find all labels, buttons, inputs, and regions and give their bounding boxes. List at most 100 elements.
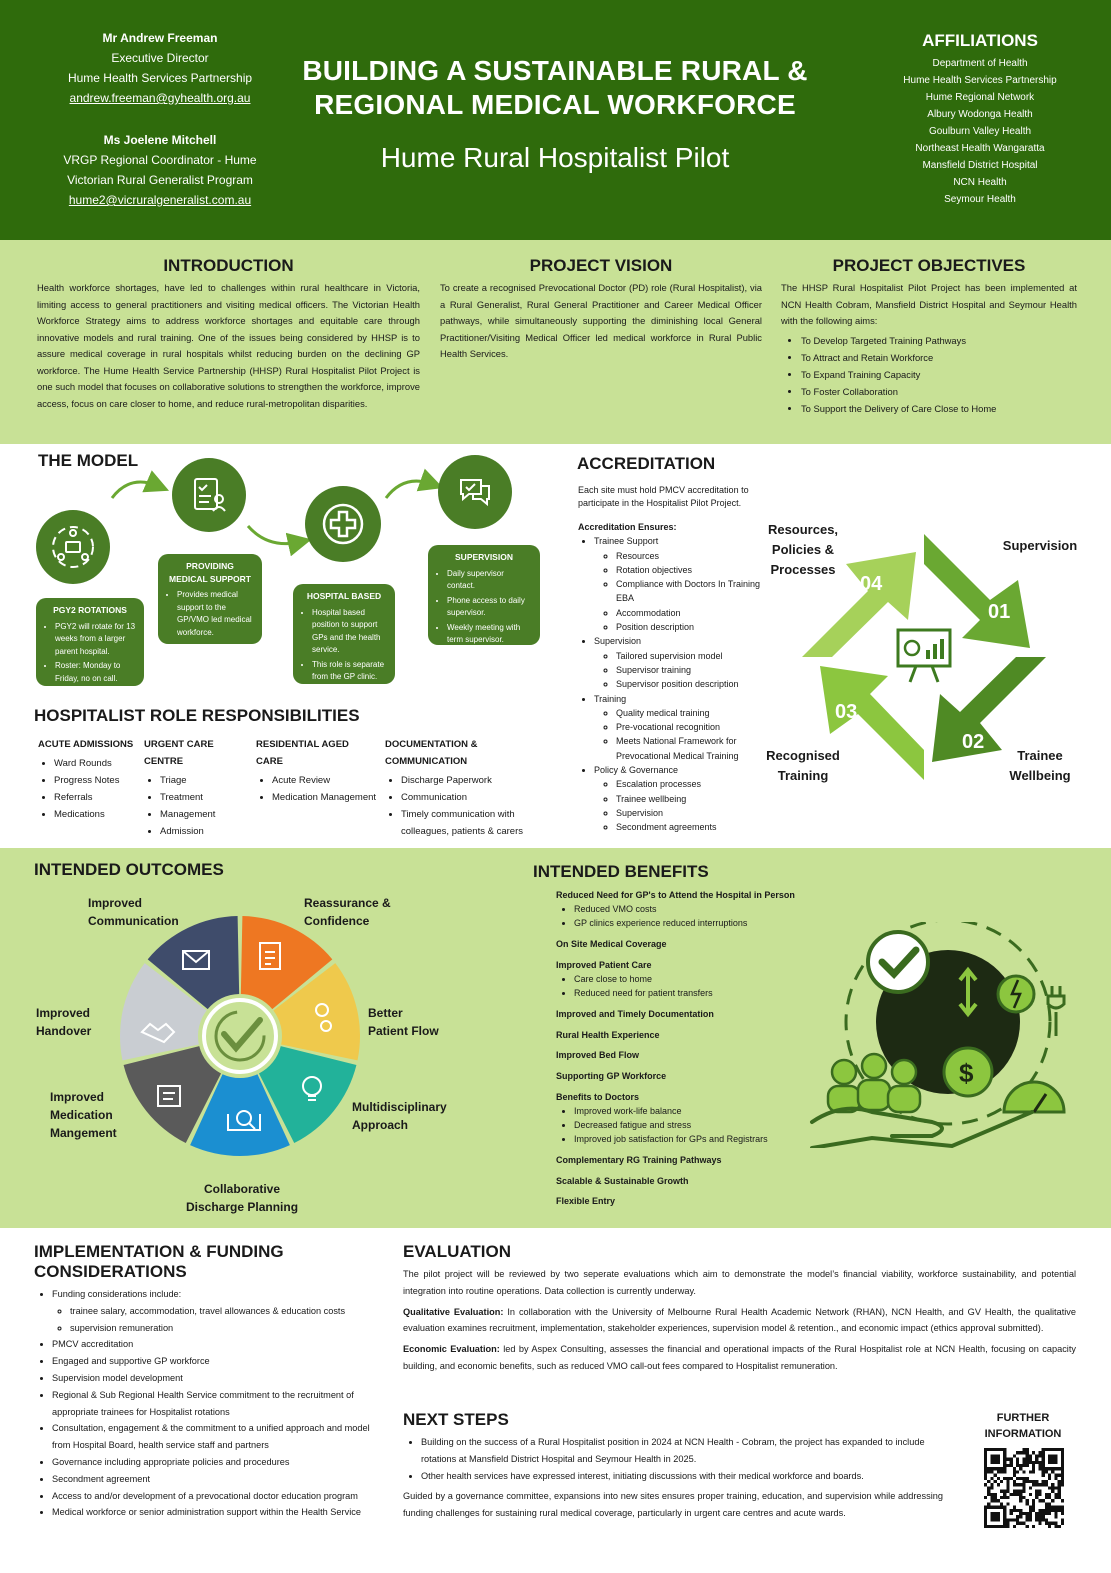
affiliations: AFFILIATIONS Department of Health Hume H… — [880, 30, 1080, 208]
benefit-item: Complementary RG Training Pathways — [556, 1153, 846, 1167]
accreditation-item: Escalation processes — [616, 777, 778, 791]
economic-evaluation: Economic Evaluation: led by Aspex Consul… — [403, 1341, 1076, 1375]
cycle-label-line: Recognised — [766, 748, 840, 763]
role-item: Ward Rounds — [54, 755, 138, 772]
benefit-title: Flexible Entry — [556, 1196, 616, 1207]
further-label: INFORMATION — [984, 1428, 1062, 1440]
role-item: Treatment — [160, 789, 252, 806]
title-line: BUILDING A SUSTAINABLE RURAL & — [302, 55, 808, 86]
role-column: RESIDENTIAL AGED CARE Acute Review Medic… — [256, 736, 378, 806]
benefit-title: Reduced Need for GP's to Attend the Hosp… — [556, 890, 795, 900]
contact-email-link[interactable]: hume2@vicruralgeneralist.com.au — [68, 193, 252, 207]
contact-name: Mr Andrew Freeman — [102, 31, 218, 45]
implementation-item: Secondment agreement — [52, 1471, 379, 1488]
cycle-number: 04 — [860, 573, 883, 595]
benefit-item: Improved and Timely Documentation — [556, 1007, 846, 1021]
cycle-label: Trainee Wellbeing — [1000, 746, 1080, 786]
further-information: FURTHER INFORMATION — [968, 1410, 1078, 1442]
benefit-subitem: GP clinics experience reduced interrupti… — [574, 916, 846, 930]
benefit-item: Rural Health Experience — [556, 1028, 846, 1042]
outcome-label-line: Medication — [50, 1108, 113, 1122]
implementation-subitem: trainee salary, accommodation, travel al… — [70, 1303, 379, 1320]
envelope-icon — [182, 950, 210, 970]
outcome-label-line: Communication — [88, 914, 179, 928]
affiliation-item: Department of Health — [932, 58, 1028, 69]
implementation-item: Funding considerations include:trainee s… — [52, 1286, 379, 1336]
contact-org: Victorian Rural Generalist Program — [67, 173, 253, 187]
role-column-title: RESIDENTIAL AGED CARE — [256, 739, 349, 767]
next-step-item: Other health services have expressed int… — [421, 1468, 943, 1485]
benefit-title: On Site Medical Coverage — [556, 939, 667, 950]
outcome-label-line: Reassurance & — [304, 896, 391, 910]
objective-item: To Develop Targeted Training Pathways — [801, 332, 1077, 349]
evaluation-intro: The pilot project will be reviewed by tw… — [403, 1269, 1076, 1296]
model-step-item: Phone access to daily supervisor. — [447, 595, 532, 620]
plug-icon — [1046, 986, 1066, 1036]
contact-email-link[interactable]: andrew.freeman@gyhealth.org.au — [69, 91, 251, 105]
cycle-label-line: Resources, — [767, 522, 839, 537]
accreditation-item: Meets National Framework for Prevocation… — [616, 734, 778, 763]
qr-code-icon[interactable] — [984, 1448, 1064, 1528]
outcome-label-line: Discharge Planning — [186, 1200, 299, 1214]
accreditation-group: Policy & Governance — [594, 765, 679, 776]
flow-arrow — [384, 468, 444, 499]
qualitative-evaluation: Qualitative Evaluation: In collaboration… — [403, 1304, 1076, 1338]
implementation-text: Medical workforce or senior administrati… — [52, 1507, 361, 1518]
cycle-label-line: Policies & — [771, 542, 835, 557]
contact-block: Ms Joelene Mitchell VRGP Regional Coordi… — [40, 130, 280, 210]
section-title: IMPLEMENTATION & FUNDING CONSIDERATIONS — [34, 1242, 284, 1281]
accreditation-item: Trainee wellbeing — [616, 792, 778, 806]
accreditation-list: Accreditation Ensures: Trainee Support R… — [578, 520, 778, 835]
implementation-item: Supervision model development — [52, 1370, 379, 1387]
accreditation-lead: Accreditation Ensures: — [578, 522, 677, 532]
cycle-number: 02 — [962, 731, 984, 753]
checkmark-icon — [878, 946, 920, 980]
implementation-text: Access to and/or development of a prevoc… — [52, 1490, 358, 1501]
section-title: INTRODUCTION — [163, 256, 294, 275]
model-step-title: HOSPITAL BASED — [306, 591, 382, 601]
team-icon — [36, 510, 110, 584]
model-step-item: This role is separate from the GP clinic… — [312, 659, 387, 684]
role-item: Progress Notes — [54, 772, 138, 789]
accreditation-group: Training — [594, 693, 627, 704]
evaluation-text: led by Aspex Consulting, assesses the fi… — [403, 1344, 1076, 1371]
implementation-list: Funding considerations include:trainee s… — [34, 1286, 379, 1521]
accreditation-item: Secondment agreements — [616, 820, 778, 834]
objective-item: To Attract and Retain Workforce — [801, 349, 1077, 366]
clipboard-icon — [259, 942, 281, 970]
intro-band — [0, 240, 1111, 444]
affiliation-item: Albury Wodonga Health — [927, 109, 1033, 120]
affiliation-item: Hume Health Services Partnership — [903, 75, 1057, 86]
benefit-item: Supporting GP Workforce — [556, 1069, 846, 1083]
outcome-label-line: Improved — [50, 1090, 105, 1104]
accreditation-title: ACCREDITATION — [577, 454, 716, 473]
benefits-illustration: $ — [810, 922, 1066, 1148]
cycle-number: 01 — [988, 601, 1010, 623]
affiliation-item: Mansfield District Hospital — [922, 160, 1038, 171]
section-title: EVALUATION — [403, 1242, 511, 1261]
role-column-title: DOCUMENTATION & COMMUNICATION — [385, 739, 478, 767]
accreditation-item: Pre-vocational recognition — [616, 720, 778, 734]
outcomes-wheel — [120, 916, 360, 1156]
role-column-title: ACUTE ADMISSIONS — [38, 739, 134, 750]
introduction-text: Health workforce shortages, have led to … — [37, 282, 420, 409]
benefit-title: Improved Patient Care — [556, 959, 652, 970]
outcomes-title: INTENDED OUTCOMES — [34, 860, 224, 879]
benefit-title: Supporting GP Workforce — [556, 1071, 667, 1082]
evaluation-label: Qualitative Evaluation: — [403, 1306, 504, 1317]
affiliation-item: Hume Regional Network — [925, 92, 1035, 103]
affiliation-item: Seymour Health — [944, 194, 1016, 205]
accreditation-group: Trainee Support — [594, 536, 659, 547]
accreditation-item: Position description — [616, 620, 778, 634]
implementation-section: IMPLEMENTATION & FUNDING CONSIDERATIONS … — [34, 1242, 379, 1521]
cycle-arm — [820, 666, 924, 780]
implementation-text: Supervision model development — [52, 1372, 183, 1383]
outcome-segment-communication — [147, 916, 240, 1010]
role-item: Medications — [54, 806, 138, 823]
outcome-label-line: Improved — [88, 896, 143, 910]
title-line: REGIONAL MEDICAL WORKFORCE — [314, 89, 796, 120]
accreditation-item: Accommodation — [616, 606, 778, 620]
accreditation-item: Quality medical training — [616, 706, 778, 720]
benefit-item: Benefits to DoctorsImproved work-life ba… — [556, 1090, 846, 1147]
benefits-list: Reduced Need for GP's to Attend the Hosp… — [556, 888, 846, 1215]
